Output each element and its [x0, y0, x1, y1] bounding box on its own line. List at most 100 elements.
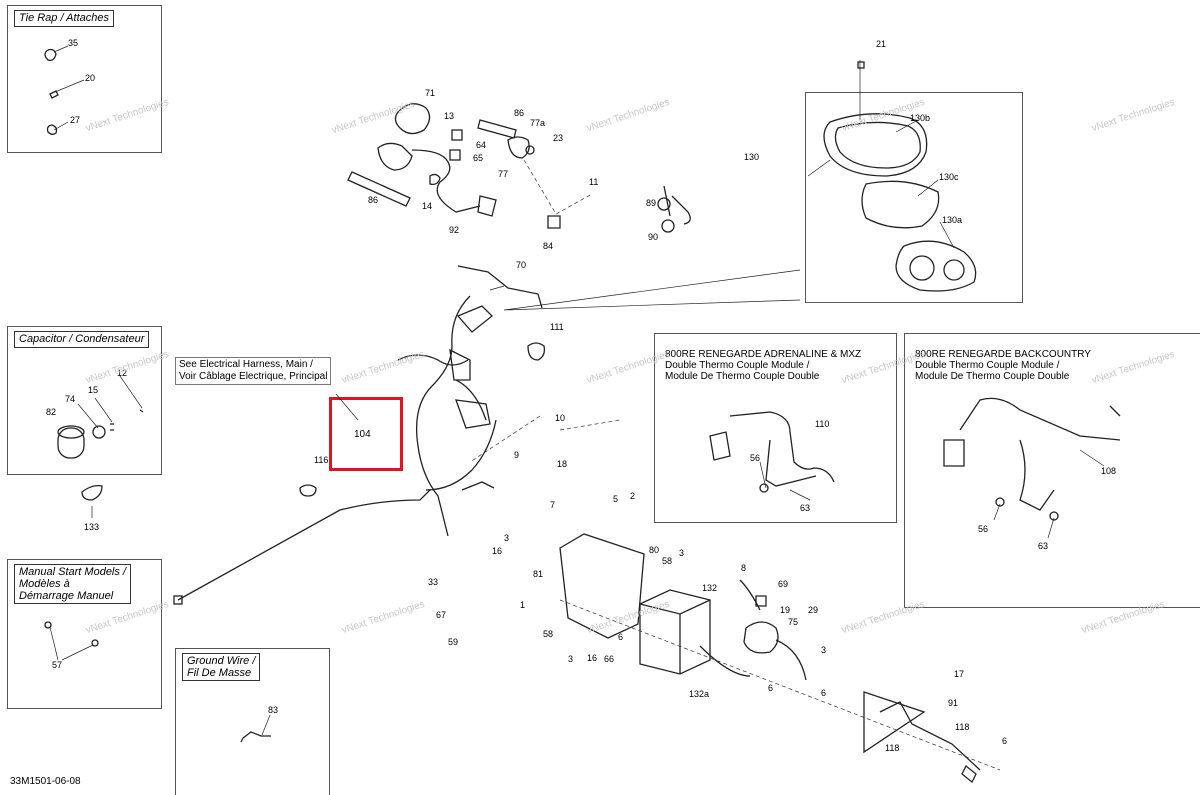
label-86-b: 86: [368, 195, 379, 205]
label-15: 15: [88, 385, 99, 395]
label-58-b: 58: [543, 629, 554, 639]
adrenaline-title-line2: Double Thermo Couple Module /: [665, 360, 810, 371]
gauge-cluster-icon: [895, 240, 977, 292]
label-17: 17: [954, 669, 965, 679]
label-1: 1: [520, 600, 526, 610]
label-130c: 130c: [939, 172, 959, 182]
label-67: 67: [436, 610, 447, 620]
label-23: 23: [553, 133, 564, 143]
tether-icon: [663, 185, 691, 225]
label-3-a: 3: [504, 533, 510, 543]
ground-wire-title-line1: Ground Wire /: [187, 655, 256, 667]
label-16-b: 16: [587, 653, 598, 663]
label-77: 77: [498, 169, 509, 179]
label-64: 64: [476, 140, 487, 150]
antenna-wire-icon: [177, 489, 431, 601]
backcountry-box: 800RE RENEGARDE BACKCOUNTRY Double Therm…: [904, 333, 1200, 608]
label-118-b: 118: [885, 743, 900, 753]
label-3-c: 3: [821, 645, 827, 655]
label-6-b: 6: [768, 683, 774, 693]
label-84: 84: [543, 241, 554, 251]
harness-callout-line1: See Electrical Harness, Main /: [179, 359, 313, 370]
label-70: 70: [516, 260, 527, 270]
capacitor-icon: [57, 427, 85, 459]
label-80: 80: [649, 545, 660, 555]
label-74: 74: [65, 394, 76, 404]
harness-callout-note: See Electrical Harness, Main / Voir Câbl…: [175, 357, 332, 385]
label-27: 27: [70, 115, 81, 125]
label-57: 57: [52, 660, 63, 670]
battery-bracket-icon: [559, 533, 645, 639]
label-71: 71: [425, 88, 436, 98]
grommet-icon: [46, 124, 58, 135]
backcountry-title-line1: 800RE RENEGARDE BACKCOUNTRY: [915, 349, 1091, 360]
manual-start-box: Manual Start Models / Modèles à Démarrag…: [7, 559, 162, 709]
capacitor-title: Capacitor / Condensateur: [14, 331, 150, 348]
label-130a: 130a: [942, 215, 963, 225]
manual-start-title-line2: Modèles à: [19, 578, 70, 590]
label-12: 12: [117, 368, 128, 378]
label-86: 86: [514, 108, 525, 118]
ground-wire-title-line2: Fil De Masse: [187, 667, 252, 679]
label-3-b: 3: [679, 548, 685, 558]
label-14: 14: [422, 201, 433, 211]
label-11: 11: [589, 177, 599, 187]
manual-start-title: Manual Start Models / Modèles à Démarrag…: [14, 564, 131, 604]
label-132a: 132a: [689, 689, 710, 699]
clip-icon: [49, 90, 59, 99]
label-111: 111: [550, 322, 564, 332]
screw-icon: [44, 621, 52, 629]
label-6-a: 6: [618, 632, 624, 642]
adrenaline-box: 800RE RENEGARDE ADRENALINE & MXZ Double …: [654, 333, 897, 523]
label-130b: 130b: [910, 113, 931, 123]
label-77a: 77a: [530, 118, 546, 128]
label-132: 132: [702, 583, 718, 593]
label-92: 92: [449, 225, 460, 235]
label-116: 116: [314, 455, 329, 465]
label-89: 89: [646, 198, 657, 208]
label-2: 2: [630, 491, 636, 501]
ground-wire-title: Ground Wire / Fil De Masse: [182, 653, 261, 681]
tie-rap-box: Tie Rap / Attaches: [7, 5, 162, 153]
adrenaline-title-line3: Module De Thermo Couple Double: [665, 371, 820, 382]
capacitor-cap-icon: [81, 484, 103, 501]
label-5: 5: [613, 494, 619, 504]
label-18: 18: [557, 459, 568, 469]
main-harness-icon: [397, 265, 543, 537]
highlight-label: 104: [354, 429, 371, 440]
label-110: 110: [815, 419, 830, 429]
label-33: 33: [428, 577, 439, 587]
label-65: 65: [473, 153, 484, 163]
gauge-lens-icon: [861, 180, 940, 229]
label-35: 35: [68, 38, 79, 48]
tie-rap-title: Tie Rap / Attaches: [14, 10, 114, 27]
label-108: 108: [1101, 466, 1117, 476]
backcountry-title-line2: Double Thermo Couple Module /: [915, 360, 1060, 371]
label-56-a: 56: [750, 453, 761, 463]
gauge-bezel-icon: [823, 113, 928, 177]
label-130: 130: [744, 152, 760, 162]
sleeve-icon-2: [477, 119, 517, 139]
label-75: 75: [788, 617, 799, 627]
switch-housing-icon: [394, 103, 431, 135]
label-6-c: 6: [821, 688, 827, 698]
document-code: 33M1501-06-08: [10, 776, 81, 787]
starter-solenoid-icon: [743, 621, 779, 654]
label-81: 81: [533, 569, 544, 579]
ground-wire-box: Ground Wire / Fil De Masse: [175, 648, 330, 795]
manual-start-title-line1: Manual Start Models /: [19, 566, 126, 578]
highlight-box[interactable]: 104: [329, 397, 403, 471]
sleeve-icon: [347, 171, 411, 207]
label-66: 66: [604, 654, 615, 664]
label-59: 59: [448, 637, 459, 647]
label-91: 91: [948, 698, 959, 708]
label-90: 90: [648, 232, 659, 242]
label-63-a: 63: [800, 503, 811, 513]
ground-strap-icon: [879, 701, 981, 771]
label-10: 10: [555, 413, 566, 423]
label-58-a: 58: [662, 556, 673, 566]
ground-wire-icon: [240, 731, 271, 743]
thermo-module-icon-2: [943, 397, 1121, 511]
manual-start-title-line3: Démarrage Manuel: [19, 590, 114, 602]
